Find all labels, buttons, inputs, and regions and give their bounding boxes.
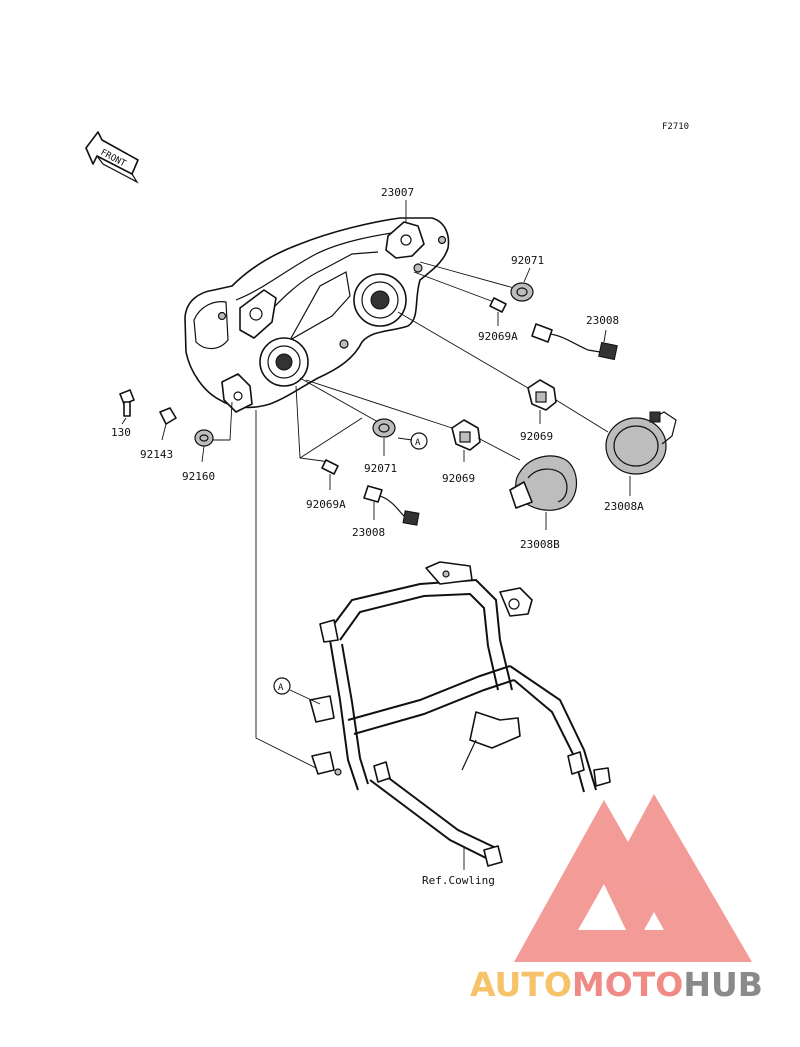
cowling-bracket xyxy=(255,410,611,867)
callout-a-upper: A xyxy=(397,432,428,450)
label-92069A-lower: 92069A xyxy=(306,498,346,511)
label-92069-left: 92069 xyxy=(442,472,475,485)
socket-lower: 23008 xyxy=(352,485,420,539)
label-92069-right: 92069 xyxy=(520,430,553,443)
figure-code: F2710 xyxy=(662,122,689,132)
bulb-small-lower: 92069A xyxy=(295,385,363,511)
ref-cowling-label: Ref.Cowling xyxy=(422,874,495,887)
bolt-130: 130 xyxy=(111,389,135,439)
grommet-lower: 92071 xyxy=(299,377,397,475)
cap-left: 23008B xyxy=(509,455,578,551)
label-92143: 92143 xyxy=(140,448,173,461)
watermark-text: AUTOMOTOHUB xyxy=(470,965,763,1004)
front-arrow-icon: FRONT xyxy=(85,131,139,184)
headlight-assembly: 23007 xyxy=(184,186,450,413)
grommet-upper: 92071 xyxy=(419,254,544,302)
watermark-hub: HUB xyxy=(683,965,763,1004)
label-92160: 92160 xyxy=(182,470,215,483)
ref-cowling: Ref.Cowling xyxy=(422,848,495,887)
damper-92160: 92160 xyxy=(182,401,233,483)
label-23008-lower: 23008 xyxy=(352,526,385,539)
bulb-main-left: 92069 xyxy=(305,379,521,485)
watermark-triangle-icon xyxy=(514,794,752,962)
collar-92143: 92143 xyxy=(140,407,177,461)
label-23008A: 23008A xyxy=(604,500,644,513)
watermark-moto: MOTO xyxy=(572,965,683,1004)
callout-a-lower: A xyxy=(273,677,321,705)
label-23008-upper: 23008 xyxy=(586,314,619,327)
callout-a-lower-letter: A xyxy=(278,683,284,693)
watermark-logo xyxy=(514,794,752,962)
label-23007: 23007 xyxy=(381,186,414,199)
label-92069A-upper: 92069A xyxy=(478,330,518,343)
watermark-auto: AUTO xyxy=(470,965,572,1004)
callout-a-upper-letter: A xyxy=(415,438,421,448)
cap-right: 23008A xyxy=(604,411,677,513)
bulb-small-upper: 92069A xyxy=(413,271,518,343)
socket-upper: 23008 xyxy=(531,314,619,361)
label-92071-upper: 92071 xyxy=(511,254,544,267)
label-92071-lower: 92071 xyxy=(364,462,397,475)
bulb-main-right: 92069 xyxy=(397,311,609,443)
label-23008B: 23008B xyxy=(520,538,560,551)
label-130: 130 xyxy=(111,426,131,439)
